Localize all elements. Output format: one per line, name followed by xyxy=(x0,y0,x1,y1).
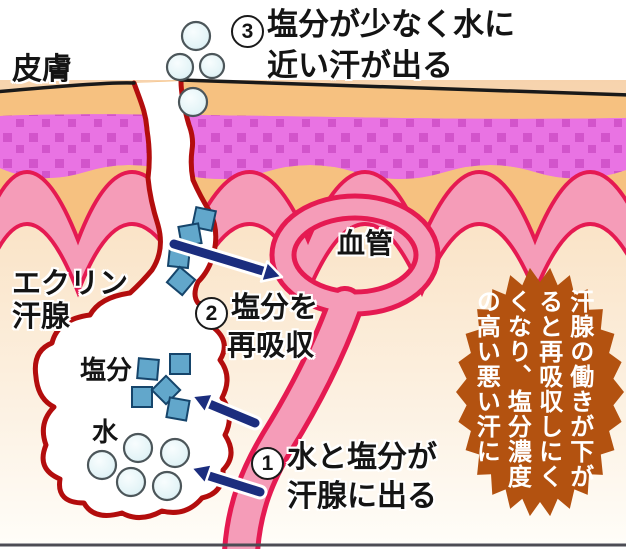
eccrine-gland-label: エクリン 汗腺 xyxy=(12,268,129,334)
arrow-water-into-gland xyxy=(189,462,268,500)
water-bubble xyxy=(115,466,147,498)
salt-particle xyxy=(136,357,160,381)
blood-vessel-label: 血管 xyxy=(337,228,394,259)
step3-line2: 近い汗が出る xyxy=(267,48,453,84)
step3-number-icon: 3 xyxy=(231,15,264,49)
water-bubble xyxy=(159,437,191,469)
salt-particle xyxy=(165,265,197,297)
water-bubble xyxy=(180,20,212,52)
salt-particle xyxy=(131,386,153,408)
sweat-droplets xyxy=(165,20,226,118)
step1-line2: 汗腺に出る xyxy=(287,480,437,514)
water-bubble xyxy=(165,52,195,82)
skin-surface xyxy=(0,78,626,97)
arrow-salt-into-gland xyxy=(190,392,263,431)
step1-number-icon: 1 xyxy=(251,447,284,481)
water-bubble xyxy=(122,432,154,464)
salt-particle xyxy=(165,396,191,422)
step2-line2: 再吸収 xyxy=(227,330,315,363)
water-bubble xyxy=(151,470,183,502)
water-label: 水 xyxy=(92,417,119,447)
warning-badge-text: 汗腺の働きが下が ると再吸収しにく くなり、塩分濃度 の高い悪い汗に xyxy=(472,289,593,489)
water-bubble xyxy=(198,52,226,80)
salt-particles-gland xyxy=(131,353,191,422)
salt-label: 塩分 xyxy=(80,355,133,385)
water-bubble xyxy=(177,86,209,118)
arrow-salt-reabsorb xyxy=(166,236,284,283)
skin-label: 皮膚 xyxy=(12,53,72,86)
salt-particle xyxy=(169,353,191,375)
warning-badge xyxy=(456,267,624,517)
blood-vessel xyxy=(222,193,441,549)
water-bubbles-gland xyxy=(86,432,191,502)
water-bubble xyxy=(86,449,118,481)
step2-number-icon: 2 xyxy=(195,297,228,331)
